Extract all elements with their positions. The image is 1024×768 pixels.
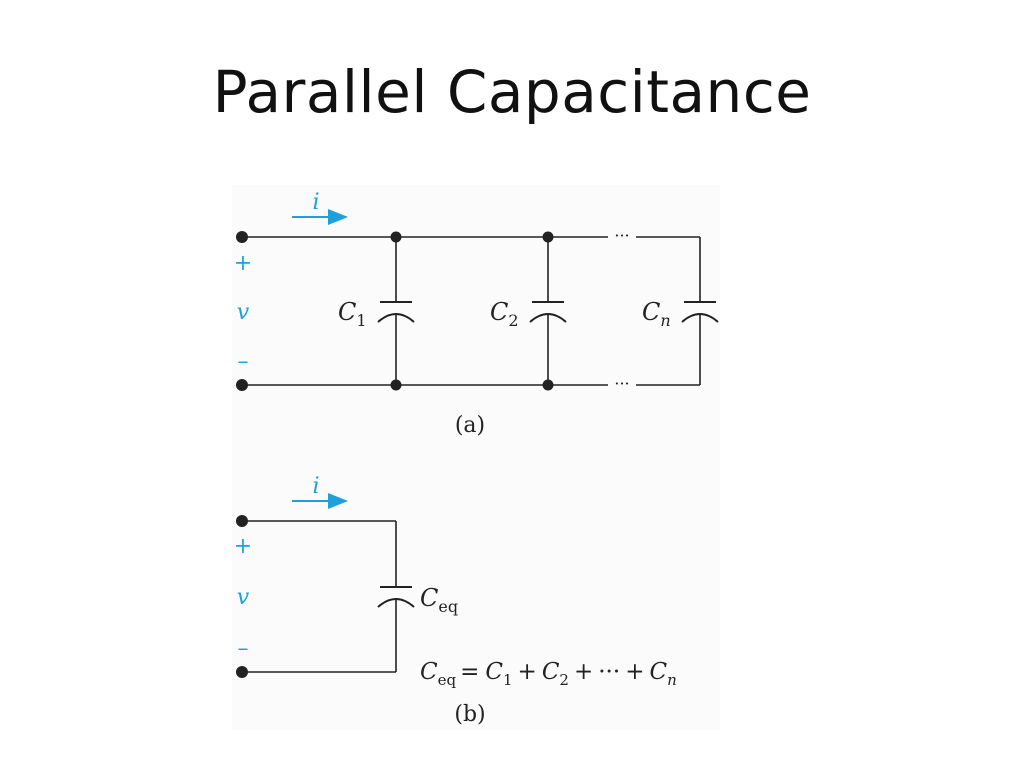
- terminal-top-a: [236, 231, 248, 243]
- equivalent-equation: Ceq=C1+C2+···+Cn: [420, 659, 677, 689]
- caption-a: (a): [455, 413, 485, 438]
- slide-title: Parallel Capacitance: [212, 58, 812, 126]
- capacitor-label-c1: C1: [338, 298, 367, 330]
- figure-a: i ··· ··· + v – C1 C2: [234, 190, 719, 438]
- voltage-label-a: v: [237, 300, 250, 325]
- current-label-b: i: [312, 474, 319, 499]
- terminal-bottom-a: [236, 379, 248, 391]
- terminal-top-b: [236, 515, 248, 527]
- voltage-label-b: v: [237, 585, 250, 610]
- minus-sign-b: –: [238, 636, 249, 661]
- current-label-a: i: [312, 190, 319, 215]
- bottom-dots-a: ···: [614, 374, 629, 393]
- figure-panel: [232, 185, 720, 730]
- terminal-bottom-b: [236, 666, 248, 678]
- capacitor-label-cn: Cn: [642, 298, 671, 330]
- plus-sign-a: +: [234, 251, 252, 276]
- capacitor-label-c2: C2: [490, 298, 519, 330]
- capacitor-label-ceq: Ceq: [420, 584, 458, 616]
- plus-sign-b: +: [234, 534, 252, 559]
- top-dots-a: ···: [614, 226, 629, 245]
- figure-b: i + v – Ceq Ceq=C1+C2+···+Cn (b): [234, 474, 677, 727]
- minus-sign-a: –: [238, 349, 249, 374]
- caption-b: (b): [454, 702, 485, 727]
